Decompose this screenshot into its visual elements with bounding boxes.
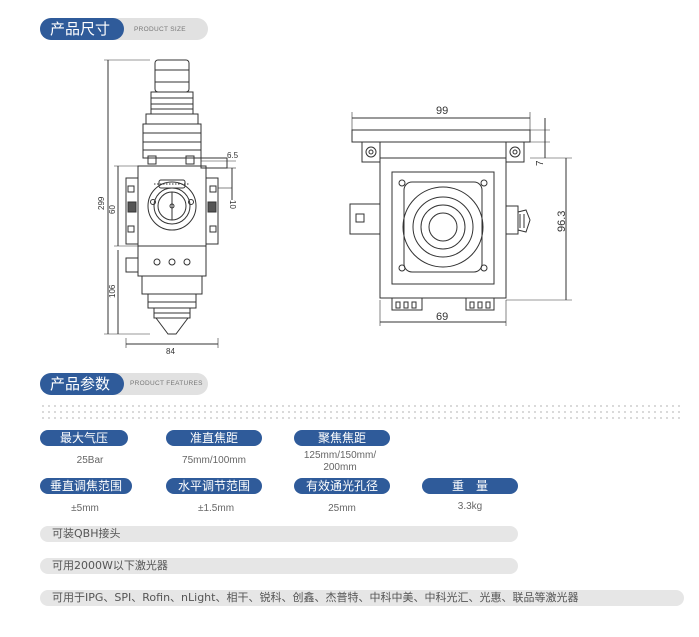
param-label-collimating-focus: 准直焦距: [166, 430, 262, 446]
dim-96-3: 96.3: [556, 211, 568, 232]
param-label-max-pressure: 最大气压: [40, 430, 128, 446]
top-view: [349, 112, 572, 326]
dim-69: 69: [436, 311, 448, 323]
dim-60: 60: [108, 205, 117, 214]
dim-7: 7: [535, 160, 546, 166]
dim-299: 299: [97, 196, 106, 210]
param-label-vertical-range: 垂直调焦范围: [40, 478, 132, 494]
side-view: [104, 59, 236, 348]
dotted-divider: [40, 403, 680, 421]
param-value-max-pressure: 25Bar: [76, 455, 104, 466]
dimension-drawing: 6.5 10 299 60 106 84 99 7 96.3 69: [97, 59, 572, 356]
param-value-vertical-range: ±5mm: [71, 503, 99, 514]
dim-6-5: 6.5: [227, 151, 239, 160]
param-value-collimating-focus: 75mm/100mm: [182, 455, 246, 466]
section-title-features: 产品参数: [40, 373, 124, 395]
param-value-focusing-focus-line2: 200mm: [323, 462, 357, 473]
param-label-weight: 重 量: [422, 478, 518, 494]
param-value-horizontal-range: ±1.5mm: [197, 503, 235, 514]
param-label-clear-aperture: 有效通光孔径: [294, 478, 390, 494]
param-value-clear-aperture: 25mm: [328, 503, 356, 514]
feature-laser-power: 可用2000W以下激光器: [40, 558, 518, 574]
dim-84: 84: [166, 347, 175, 356]
section-subtitle-features: PRODUCT FEATURES: [130, 380, 203, 387]
section-title-size: 产品尺寸: [40, 18, 124, 40]
dim-10: 10: [228, 200, 237, 209]
param-value-focusing-focus-line1: 125mm/150mm/: [303, 450, 377, 461]
section-subtitle-size: PRODUCT SIZE: [134, 26, 186, 33]
dim-106: 106: [108, 284, 117, 298]
feature-qbh: 可装QBH接头: [40, 526, 518, 542]
param-value-weight: 3.3kg: [457, 501, 483, 512]
param-label-horizontal-range: 水平调节范围: [166, 478, 262, 494]
dim-99: 99: [436, 105, 448, 117]
feature-compatible-lasers: 可用于IPG、SPI、Rofin、nLight、相干、锐科、创鑫、杰普特、中科中…: [40, 590, 684, 606]
param-label-focusing-focus: 聚焦焦距: [294, 430, 390, 446]
